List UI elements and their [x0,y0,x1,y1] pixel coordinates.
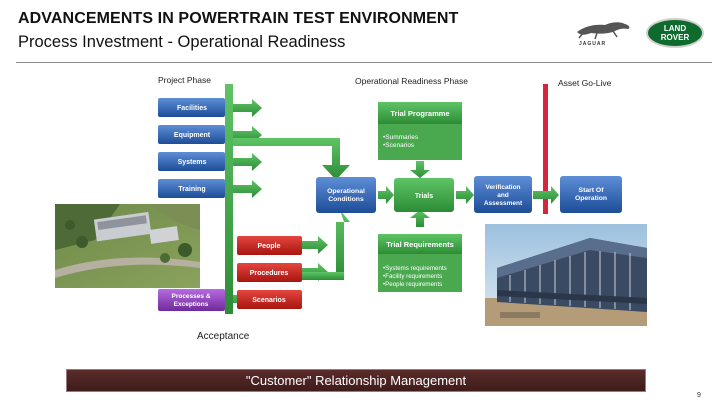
procedures-box [237,263,302,282]
systems-box [158,152,225,171]
arrow-conditions-trials [378,186,394,204]
trials-box [394,178,454,212]
arrow-verification-start [533,186,559,204]
systems-label: Systems [178,159,207,166]
trial-requirements-item-1: •Systems requirements [383,265,447,272]
trial-programme-header [378,102,462,124]
jaguar-wordmark: JAGUAR [579,41,607,47]
processes-label-line1: Processes & [171,293,210,300]
project-boxes: Facilities Equipment Systems Training [158,98,225,198]
trial-programme-item-2: •Scenarios [383,142,415,149]
start-of-operation-box [560,176,622,213]
start-label-line1: Start Of [579,187,605,194]
facilities-label: Facilities [177,105,207,112]
operational-phase-label: Operational Readiness Phase [355,76,468,86]
customer-relationship-banner: "Customer" Relationship Management [66,369,646,392]
procedures-label: Procedures [250,270,289,277]
people-label: People [258,243,281,250]
equipment-box [158,125,225,144]
land-rover-line-2: ROVER [660,33,690,42]
page-title: ADVANCEMENTS IN POWERTRAIN TEST ENVIRONM… [18,10,459,27]
facility-aerial-photo [55,204,200,288]
equipment-label: Equipment [174,132,211,139]
arrow-bottom-connector [302,272,344,280]
jaguar-logo: JAGUAR [573,16,635,50]
trial-requirements-item-2: •Facility requirements [383,273,442,280]
processes-exceptions-box [158,289,225,311]
verification-box [474,176,532,213]
trials-label: Trials [415,193,433,200]
trial-requirements-title: Trial Requirements [386,240,454,249]
conditions-label-line2: Conditions [328,196,364,203]
land-rover-line-1: LAND [663,24,687,33]
verification-label-line1: Verification [485,184,520,191]
acceptance-label: Acceptance [197,331,250,342]
project-phase-green-bar [225,84,233,314]
conditions-label-line1: Operational [327,188,365,195]
operational-conditions-box [316,177,376,213]
training-box [158,179,225,198]
scenarios-box [237,290,302,309]
verification-label-line2: and [497,192,509,199]
training-label: Training [178,186,205,193]
golive-red-line [543,84,548,214]
land-rover-logo: LAND ROVER [646,18,704,48]
people-box [237,236,302,255]
jaguar-leaper-icon [577,22,630,40]
start-label-line2: Operation [575,195,607,202]
arrow-to-conditions-bottom [328,210,350,280]
verification-label-line3: Assessment [484,200,523,207]
trial-requirements-header [378,234,462,254]
facilities-box [158,98,225,117]
scenarios-label: Scenarios [252,297,286,304]
processes-label-line2: Exceptions [174,301,209,308]
arrow-requirements-trials [410,210,430,227]
test-building-photo [485,224,647,326]
arrow-trials-verification [456,186,474,204]
arrow-to-conditions-top [233,138,350,180]
golive-label: Asset Go-Live [558,78,612,88]
page-subtitle: Process Investment - Operational Readine… [18,33,346,51]
page-number: 9 [697,392,701,399]
trial-requirements-item-3: •People requirements [383,281,442,288]
people-process-boxes: People Procedures Scenarios [237,236,302,309]
trial-programme-item-1: •Summaries [383,134,419,141]
trial-programme-title: Trial Programme [390,109,449,118]
arrow-programme-trials [410,161,430,178]
project-phase-label: Project Phase [158,75,211,85]
header-divider [16,62,712,63]
